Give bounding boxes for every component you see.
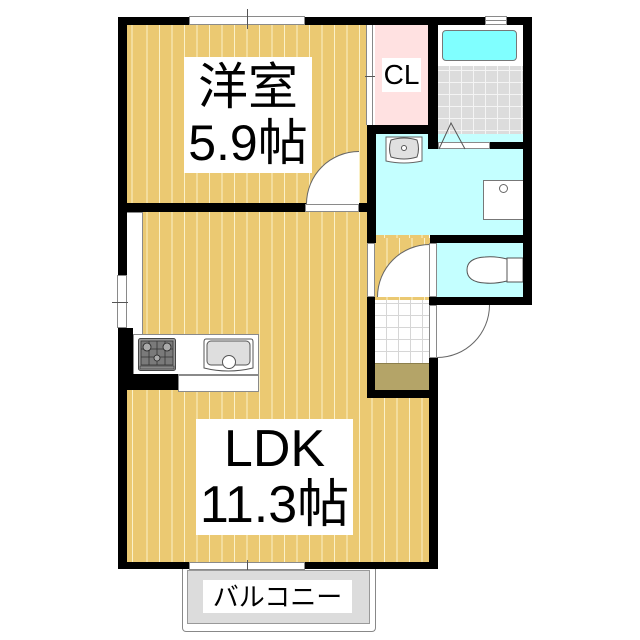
window-bathroom-line bbox=[485, 20, 507, 21]
drain-icon bbox=[499, 184, 508, 193]
closet-door-line bbox=[372, 25, 373, 125]
window-left-tick bbox=[112, 302, 128, 303]
balcony-label: バルコニー bbox=[203, 580, 352, 613]
bathroom-tile-floor bbox=[438, 66, 523, 142]
western-room-door-frame bbox=[305, 204, 359, 212]
western-room-name: 洋室 bbox=[198, 59, 298, 115]
closet-door-strip bbox=[366, 25, 376, 125]
ldk-label: LDK 11.3帖 bbox=[196, 419, 353, 535]
wall-closet-bottom bbox=[367, 125, 438, 134]
wall-closet-bath bbox=[428, 17, 438, 149]
balcony-outline bbox=[182, 569, 376, 632]
kitchen-sink-icon bbox=[203, 338, 254, 372]
wall-washroom-bottom bbox=[430, 235, 532, 243]
wall-entrance-left bbox=[367, 297, 375, 398]
wall-top bbox=[118, 17, 532, 25]
closet-name: CL bbox=[383, 59, 420, 90]
folding-door-triangle-icon bbox=[438, 122, 466, 150]
window-left-kitchen bbox=[117, 275, 127, 328]
entrance-tile-floor bbox=[375, 300, 430, 363]
bathtub-icon bbox=[442, 30, 517, 61]
western-room-size: 5.9帖 bbox=[188, 115, 308, 171]
wall-right-lower bbox=[429, 358, 438, 569]
shoe-cabinet bbox=[375, 363, 430, 390]
toilet-door-frame bbox=[429, 243, 437, 297]
window-bottom-tick bbox=[247, 560, 248, 575]
wall-toilet-bottom bbox=[429, 297, 532, 305]
entrance-door-swing-icon bbox=[437, 305, 490, 358]
hallway-opening bbox=[367, 243, 375, 297]
western-room-label: 洋室 5.9帖 bbox=[184, 57, 312, 173]
wall-western-ldk bbox=[118, 203, 376, 212]
refrigerator-space bbox=[127, 212, 143, 337]
balcony-name: バルコニー bbox=[212, 581, 343, 612]
ldk-name: LDK bbox=[223, 420, 326, 478]
closet-door-tick bbox=[365, 76, 377, 77]
kitchen-bar-counter bbox=[178, 375, 259, 392]
wall-bath-bottom bbox=[490, 142, 532, 149]
wall-washroom-left bbox=[367, 125, 376, 243]
wall-entrance-bottom bbox=[367, 390, 438, 398]
ldk-size: 11.3帖 bbox=[199, 476, 350, 534]
folding-door-icon bbox=[438, 142, 490, 149]
wall-right-upper bbox=[523, 17, 532, 305]
closet-label: CL bbox=[382, 58, 421, 92]
wall-kitchen-bottom bbox=[118, 374, 178, 390]
entrance-door-frame bbox=[429, 305, 437, 358]
toilet-icon bbox=[466, 256, 523, 284]
gas-stove-icon bbox=[138, 338, 176, 371]
washbasin-icon bbox=[385, 136, 423, 164]
window-top-tick bbox=[247, 9, 248, 29]
